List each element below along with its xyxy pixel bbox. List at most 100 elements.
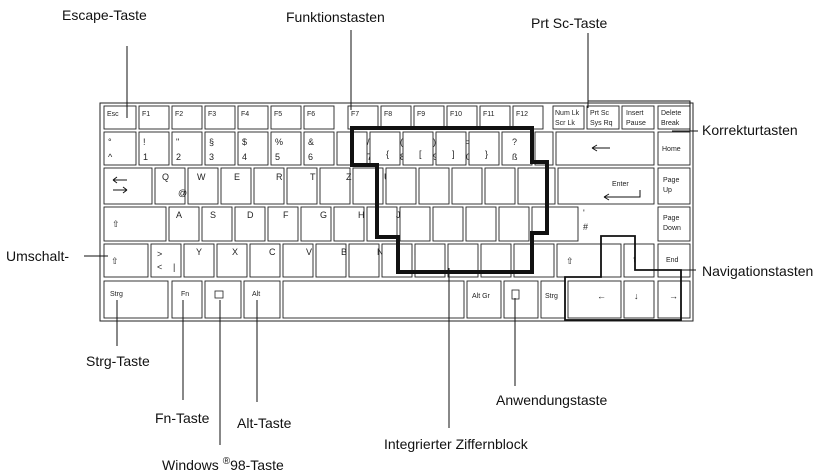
key-d-label: D xyxy=(247,210,254,220)
key-1 xyxy=(138,131,170,166)
key-alt xyxy=(243,280,281,319)
application-label: Anwendungstaste xyxy=(496,392,608,408)
key-h-label: H xyxy=(358,210,365,220)
key-j-label: J xyxy=(396,210,401,220)
windows-logo-icon xyxy=(214,290,224,299)
key-f5 xyxy=(270,105,302,130)
key-g-label: G xyxy=(320,210,327,220)
arrow-right-icon: → xyxy=(669,291,678,301)
ctrl-label: Strg-Taste xyxy=(86,353,150,369)
key-z xyxy=(319,167,351,205)
key-ltgt-shift: > xyxy=(157,249,162,259)
key-7-alt: { xyxy=(386,149,389,159)
key-ue xyxy=(484,167,516,205)
key-t xyxy=(286,167,318,205)
key-5 xyxy=(270,131,302,166)
backspace-arrow-icon xyxy=(591,144,610,152)
key-f6-label: F6 xyxy=(307,111,315,118)
windows-label-reg: ® xyxy=(223,456,231,467)
key-q-alt: @ xyxy=(178,188,187,198)
key-end xyxy=(657,243,691,278)
key-caret xyxy=(103,131,137,166)
key-6-shift: & xyxy=(308,137,314,147)
key-4-shift: $ xyxy=(242,137,247,147)
key-1-label: 1 xyxy=(143,152,148,162)
key-home-label: Home xyxy=(662,146,681,153)
key-end-label: End xyxy=(666,257,679,264)
arrow-left-icon: ← xyxy=(597,291,606,301)
key-6 xyxy=(303,131,335,166)
key-caps-icon: ⇧ xyxy=(112,219,120,229)
key-caret-label: ^ xyxy=(108,152,113,162)
key-0 xyxy=(435,131,467,166)
key-pagedown-label: Page xyxy=(663,215,679,222)
numpad-outline xyxy=(350,126,549,274)
key-e-label: E xyxy=(234,172,240,182)
key-f7-label: F7 xyxy=(351,111,359,118)
key-b-label: B xyxy=(341,247,347,257)
key-f xyxy=(267,206,299,242)
enter-arrow-icon xyxy=(603,190,641,201)
key-a xyxy=(168,206,200,242)
key-3 xyxy=(204,131,236,166)
key-w xyxy=(187,167,219,205)
key-rshift xyxy=(556,243,622,278)
key-e xyxy=(220,167,252,205)
key-alt-label: Alt xyxy=(252,291,260,298)
key-i xyxy=(385,167,417,205)
key-tick xyxy=(534,131,554,166)
key-t-label: T xyxy=(310,172,316,182)
key-x xyxy=(216,243,248,278)
key-n-label: N xyxy=(377,247,384,257)
key-q-label: Q xyxy=(162,172,169,182)
alt-label: Alt-Taste xyxy=(237,415,292,431)
key-pagedown-label2: Down xyxy=(663,225,681,232)
key-5-shift: % xyxy=(275,137,283,147)
key-f3-label: F3 xyxy=(208,111,216,118)
key-up xyxy=(623,243,655,278)
print-label: Prt Sc-Taste xyxy=(531,15,607,31)
key-windows xyxy=(204,280,242,319)
key-hash xyxy=(531,206,579,242)
key-x-label: X xyxy=(232,247,238,257)
key-break-label: Break xyxy=(661,120,680,127)
key-0-alt: } xyxy=(485,149,488,159)
key-altgr-label: Alt Gr xyxy=(472,293,491,300)
key-f4 xyxy=(237,105,269,130)
key-f5-label: F5 xyxy=(274,111,282,118)
tab-arrows-icon xyxy=(112,176,128,194)
key-left xyxy=(567,280,622,319)
key-6-label: 6 xyxy=(308,152,313,162)
key-hash-label: # xyxy=(583,222,588,232)
key-f1-label: F1 xyxy=(142,111,150,118)
key-0-label: 0 xyxy=(466,152,471,162)
key-application xyxy=(503,280,539,319)
key-y-label: Y xyxy=(196,247,202,257)
key-3-shift: § xyxy=(209,137,214,147)
key-l xyxy=(432,206,464,242)
key-ltgt-alt: | xyxy=(173,262,175,272)
key-8 xyxy=(369,131,401,166)
key-prtsc xyxy=(586,105,620,130)
key-2 xyxy=(171,131,203,166)
key-q xyxy=(154,167,186,205)
key-numlk-label: Num Lk xyxy=(555,110,580,117)
key-scrlk-label: Scr Lk xyxy=(555,120,575,127)
key-tab xyxy=(103,167,153,205)
key-2-shift: " xyxy=(176,137,179,147)
key-f12-label: F12 xyxy=(516,111,528,118)
key-s-label: S xyxy=(210,210,216,220)
key-9-shift: ) xyxy=(433,137,436,147)
key-ltgt-label: < xyxy=(157,262,162,272)
key-enter-label: Enter xyxy=(612,181,629,188)
key-sysrq-label: Sys Rq xyxy=(590,120,613,127)
key-f8-label: F8 xyxy=(384,111,392,118)
key-s xyxy=(201,206,233,242)
key-ss-shift: ? xyxy=(512,137,517,147)
key-down xyxy=(623,280,655,319)
key-g xyxy=(300,206,332,242)
key-pageup-label2: Up xyxy=(663,187,672,194)
key-space xyxy=(282,280,465,319)
